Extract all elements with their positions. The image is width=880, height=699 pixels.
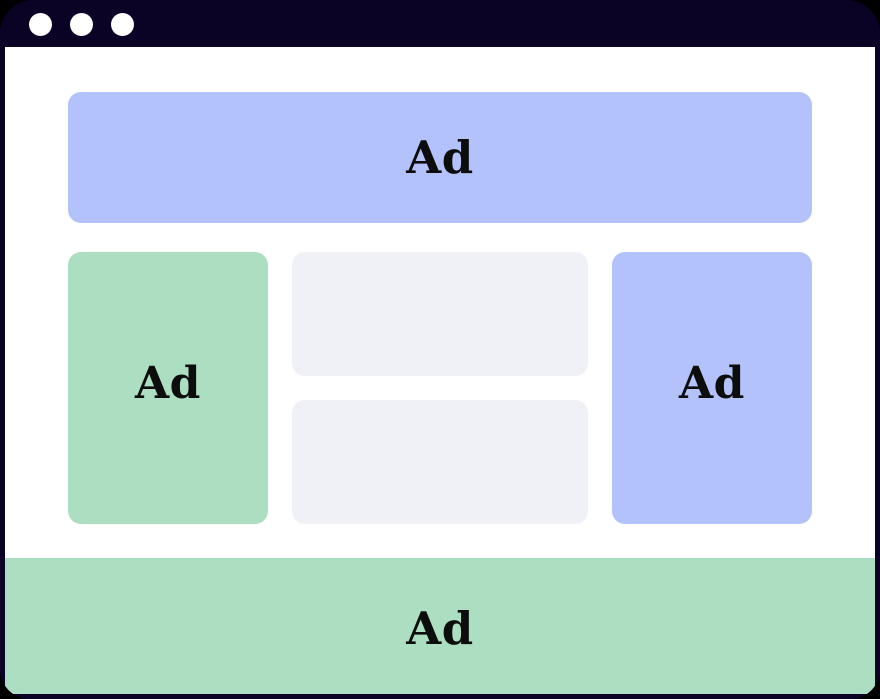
ad-slot-skyscraper-left[interactable]: Ad xyxy=(68,252,268,524)
ad-slot-leaderboard[interactable]: Ad xyxy=(68,92,812,223)
ad-slot-leaderboard-label: Ad xyxy=(406,131,474,184)
content-block-bottom xyxy=(292,400,588,524)
ad-slot-skyscraper-right-label: Ad xyxy=(679,358,745,409)
ad-slot-skyscraper-left-label: Ad xyxy=(135,358,201,409)
page-canvas: Ad Ad Ad Ad xyxy=(5,47,875,694)
ad-slot-footer[interactable]: Ad xyxy=(5,558,875,694)
ad-slot-skyscraper-right[interactable]: Ad xyxy=(612,252,812,524)
minimize-icon[interactable] xyxy=(70,13,93,36)
maximize-icon[interactable] xyxy=(111,13,134,36)
ad-slot-footer-label: Ad xyxy=(406,601,474,655)
traffic-light-dots xyxy=(29,13,134,36)
close-icon[interactable] xyxy=(29,13,52,36)
content-block-top xyxy=(292,252,588,376)
window-titlebar xyxy=(0,0,880,47)
